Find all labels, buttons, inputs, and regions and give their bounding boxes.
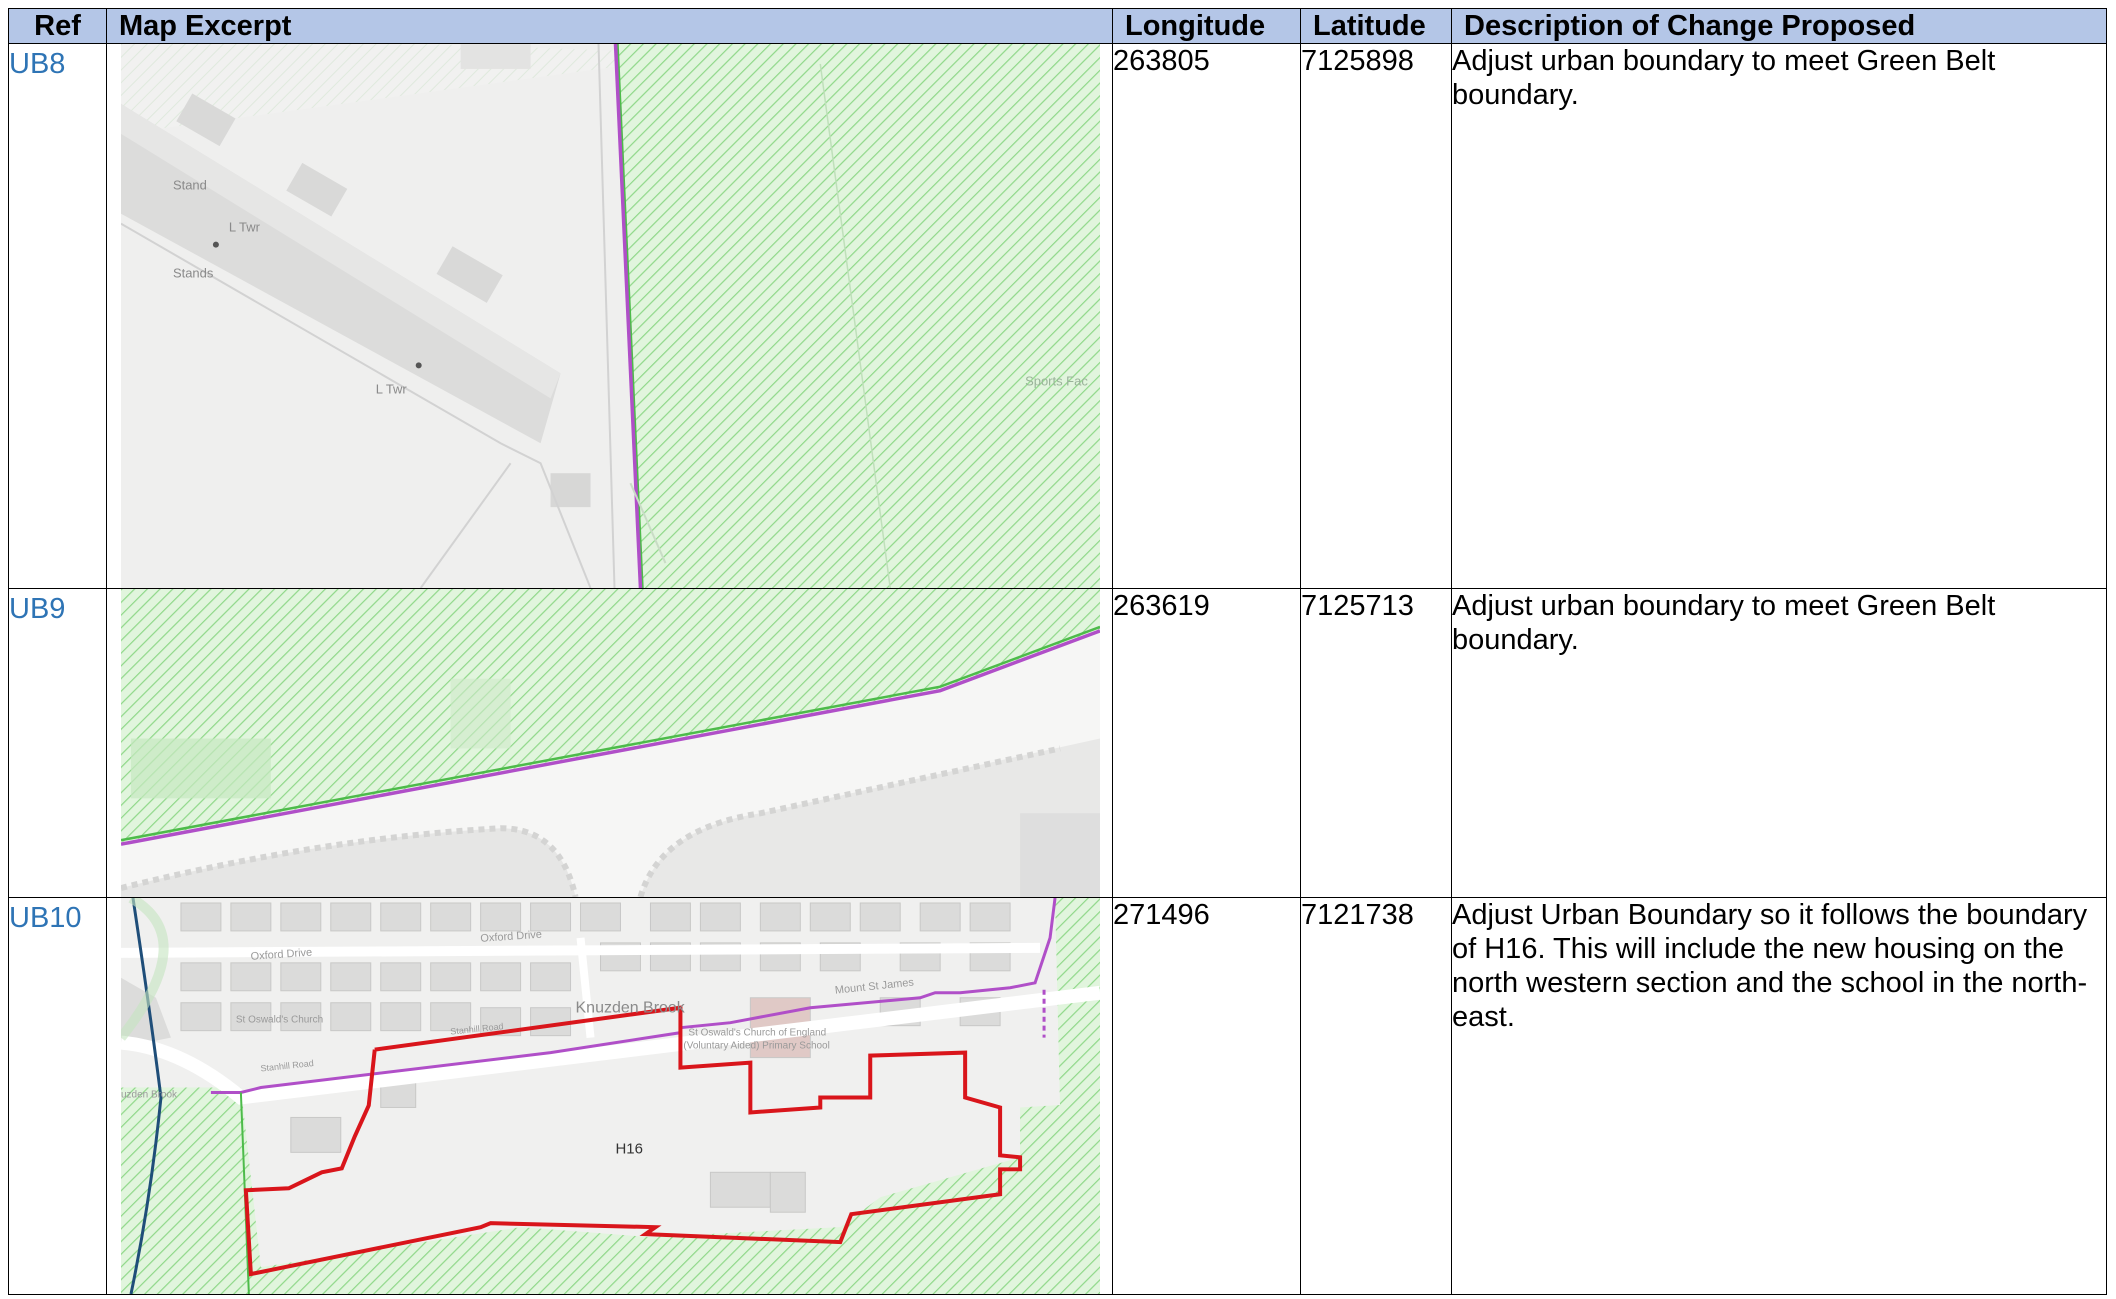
- map-label: Oxford Drive: [250, 947, 312, 963]
- header-description: Description of Change Proposed: [1451, 8, 2107, 44]
- description-cell: Adjust urban boundary to meet Green Belt…: [1451, 588, 2107, 898]
- header-latitude: Latitude: [1300, 8, 1452, 44]
- map-excerpt-cell: Oxford Drive Oxford Drive Mount St James…: [106, 897, 1113, 1295]
- map-excerpt-cell: Stand L Twr Stands L Twr Sports Fac: [106, 43, 1113, 589]
- description-cell: Adjust Urban Boundary so it follows the …: [1451, 897, 2107, 1295]
- map-label: uzden Brook: [121, 1090, 177, 1101]
- map-excerpt-cell: [106, 588, 1113, 898]
- map-label: Stand: [173, 178, 207, 193]
- map-label: Stands: [173, 266, 214, 281]
- map-label: Knuzden Brook: [576, 1000, 685, 1017]
- longitude-cell: 263805: [1112, 43, 1301, 589]
- map-label: L Twr: [376, 381, 408, 396]
- longitude-cell: 263619: [1112, 588, 1301, 898]
- header-ref: Ref: [8, 8, 107, 44]
- map-label: Sports Fac: [1025, 373, 1088, 388]
- table-row: UB9: [8, 588, 2107, 898]
- map-excerpt-ub8: Stand L Twr Stands L Twr Sports Fac: [121, 44, 1100, 588]
- table-header-row: Ref Map Excerpt Longitude Latitude Descr…: [8, 8, 2107, 44]
- map-label-h16: H16: [615, 1140, 642, 1157]
- map-excerpt-ub9: [121, 589, 1100, 897]
- description-cell: Adjust urban boundary to meet Green Belt…: [1451, 43, 2107, 589]
- map-label: St Oswald's Church: [236, 1015, 323, 1026]
- table-row: UB8: [8, 43, 2107, 589]
- header-map-excerpt: Map Excerpt: [106, 8, 1113, 44]
- ref-cell: UB10: [8, 897, 107, 1295]
- map-label: (Voluntary Aided) Primary School: [683, 1041, 829, 1052]
- map-label: L Twr: [229, 220, 261, 235]
- proposed-changes-table: Ref Map Excerpt Longitude Latitude Descr…: [8, 8, 2107, 1295]
- map-excerpt-ub10: Oxford Drive Oxford Drive Mount St James…: [121, 898, 1100, 1294]
- latitude-cell: 7121738: [1300, 897, 1452, 1295]
- map-label: St Oswald's Church of England: [688, 1028, 826, 1039]
- header-longitude: Longitude: [1112, 8, 1301, 44]
- latitude-cell: 7125898: [1300, 43, 1452, 589]
- ref-cell: UB8: [8, 43, 107, 589]
- map-label: Oxford Drive: [480, 929, 542, 945]
- table-row: UB10: [8, 897, 2107, 1295]
- longitude-cell: 271496: [1112, 897, 1301, 1295]
- latitude-cell: 7125713: [1300, 588, 1452, 898]
- ref-cell: UB9: [8, 588, 107, 898]
